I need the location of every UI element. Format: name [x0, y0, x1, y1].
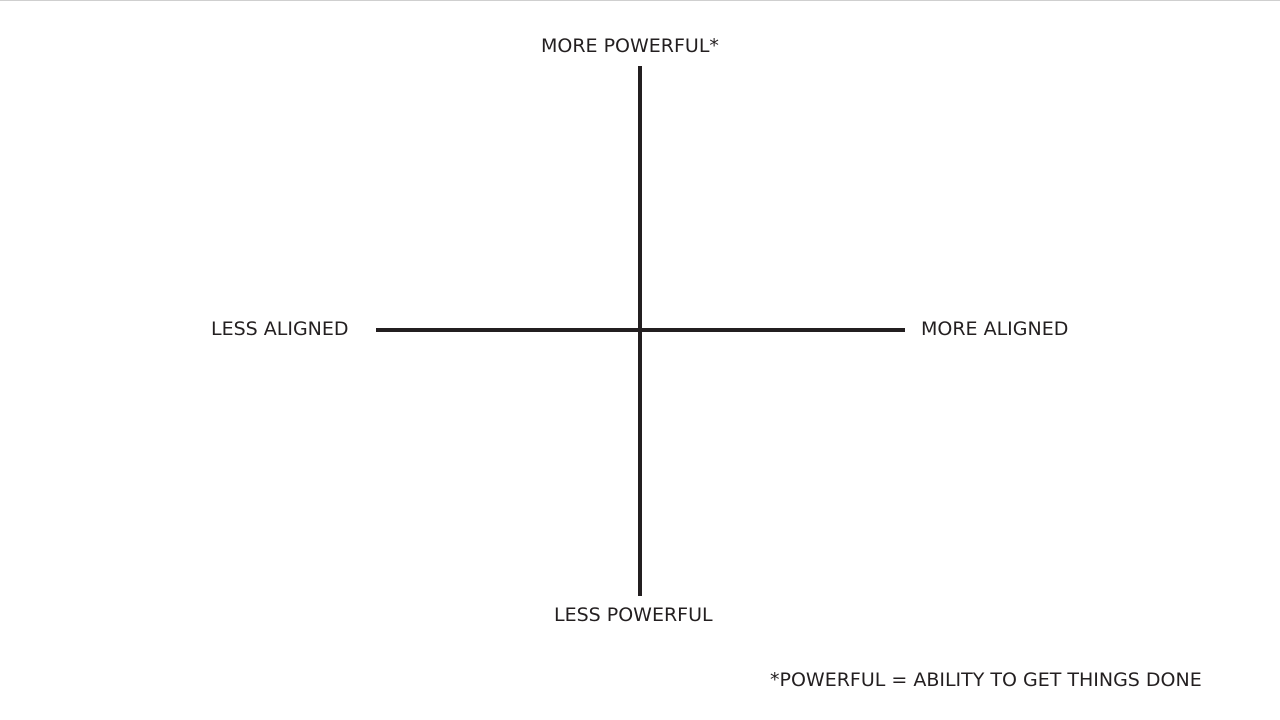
axis-label-less-aligned: LESS ALIGNED [211, 318, 349, 340]
axis-label-less-powerful: LESS POWERFUL [554, 604, 713, 626]
horizontal-axis-alignment [376, 328, 905, 332]
axis-label-more-aligned: MORE ALIGNED [921, 318, 1069, 340]
axis-label-more-powerful: MORE POWERFUL* [541, 35, 719, 57]
footnote-powerful-definition: *POWERFUL = ABILITY TO GET THINGS DONE [770, 669, 1202, 691]
